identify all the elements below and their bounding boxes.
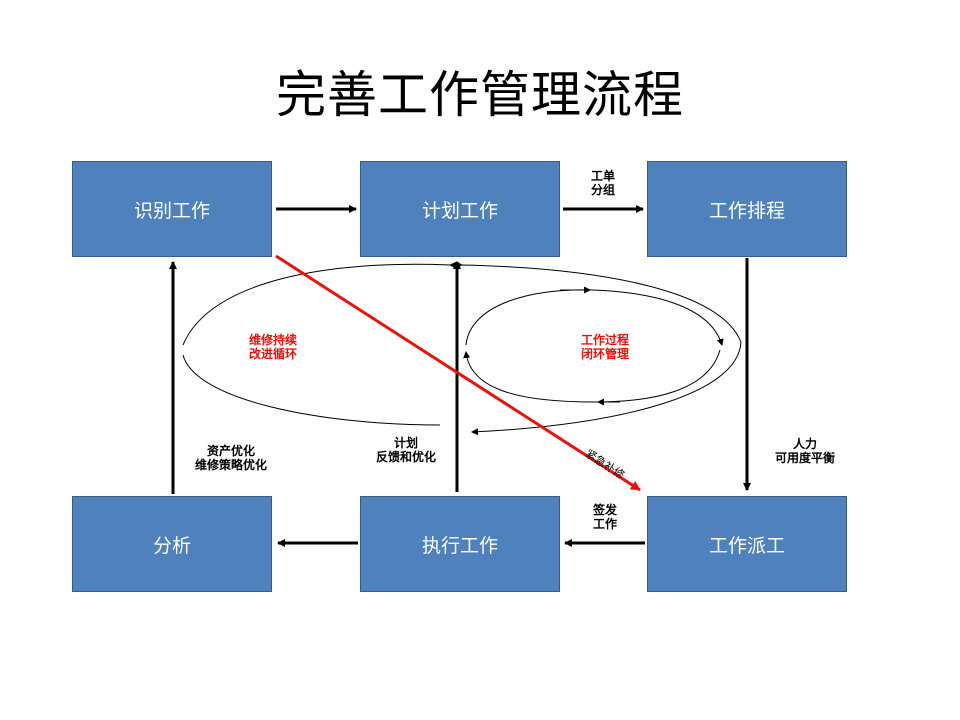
label-line: 反馈和优化 <box>375 450 436 464</box>
box-plan-work: 计划工作 <box>360 161 560 257</box>
label-sign-off: 签发 工作 <box>580 503 630 531</box>
label-line: 闭环管理 <box>580 347 629 361</box>
box-identify-work: 识别工作 <box>72 161 272 257</box>
maint-loop-top-arc <box>182 261 457 346</box>
box-execute-work: 执行工作 <box>360 496 560 592</box>
box-schedule-work: 工作排程 <box>647 161 847 257</box>
label-line: 人力 <box>792 437 817 451</box>
label-line: 计划 <box>393 436 418 450</box>
label-closed-loop: 工作过程 闭环管理 <box>570 333 640 361</box>
label-line: 签发 <box>592 503 617 517</box>
label-line: 维修持续 <box>248 333 297 347</box>
label-asset-optimization: 资产优化 维修策略优化 <box>186 444 276 472</box>
label-line: 改进循环 <box>248 347 297 361</box>
box-dispatch-work: 工作派工 <box>647 496 847 592</box>
label-line: 工作过程 <box>580 333 629 347</box>
label-line: 工作 <box>592 517 617 531</box>
label-line: 分组 <box>590 183 615 197</box>
label-maintenance-loop: 维修持续 改进循环 <box>238 333 308 361</box>
label-work-order: 工单 分组 <box>578 169 628 197</box>
closed-loop-bottom-arc <box>463 349 721 403</box>
box-analyze: 分析 <box>72 496 272 592</box>
label-line: 资产优化 <box>206 444 255 458</box>
label-line: 维修策略优化 <box>194 458 267 472</box>
label-line: 工单 <box>590 169 615 183</box>
label-line: 可用度平衡 <box>774 451 835 465</box>
label-plan-feedback: 计划 反馈和优化 <box>366 436 446 464</box>
maint-loop-bottom-arc <box>182 354 441 426</box>
emergency-repair-arrow <box>275 254 641 492</box>
label-manpower: 人力 可用度平衡 <box>760 437 850 465</box>
page-title: 完善工作管理流程 <box>276 66 684 124</box>
closed-loop-top-arc <box>465 289 724 346</box>
plan-feedback-loop-right-arc <box>455 261 742 436</box>
